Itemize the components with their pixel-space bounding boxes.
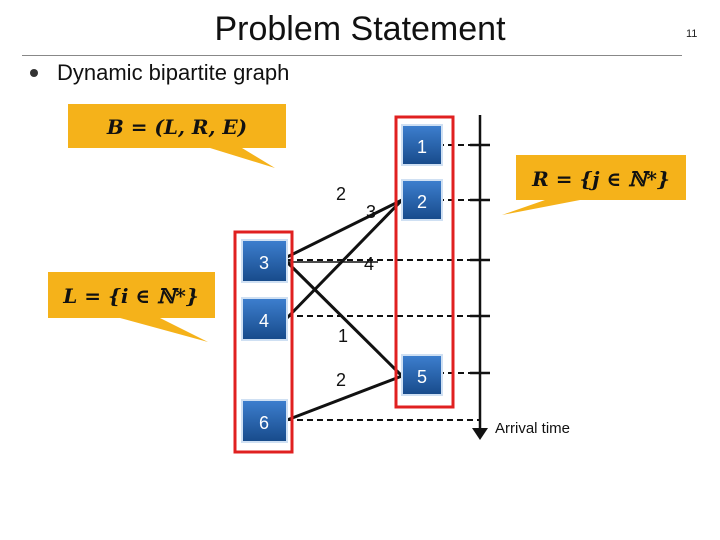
edge-weight: 2 bbox=[336, 370, 346, 390]
arrival-time-axis bbox=[470, 115, 490, 430]
left-set-highlight bbox=[233, 230, 294, 454]
svg-text:2: 2 bbox=[417, 192, 427, 212]
right-node: 5 bbox=[401, 354, 443, 396]
svg-text:5: 5 bbox=[417, 367, 427, 387]
callout-r-text: R = {j ∈ ℕ*} bbox=[531, 167, 670, 191]
arrival-dashed-lines bbox=[287, 144, 480, 421]
axis-label: Arrival time bbox=[495, 420, 570, 437]
edge-weight: 1 bbox=[338, 326, 348, 346]
svg-text:1: 1 bbox=[417, 137, 427, 157]
svg-text:4: 4 bbox=[259, 311, 269, 331]
slide-title: Problem Statement bbox=[214, 10, 506, 48]
left-node: 6 bbox=[241, 399, 288, 443]
right-node: 2 bbox=[401, 179, 443, 221]
callout-left-set: L = {i ∈ ℕ*} bbox=[48, 272, 215, 342]
right-set-highlight bbox=[394, 115, 455, 409]
title-divider bbox=[22, 55, 682, 56]
edge-weights: 2 3 4 1 2 bbox=[336, 184, 376, 390]
edge-weight: 4 bbox=[364, 254, 374, 274]
svg-text:3: 3 bbox=[259, 253, 269, 273]
bullet-text: Dynamic bipartite graph bbox=[57, 60, 290, 85]
callout-right-set: R = {j ∈ ℕ*} bbox=[502, 155, 686, 215]
bullet-icon bbox=[30, 69, 38, 77]
edge-weight: 3 bbox=[366, 202, 376, 222]
right-node: 1 bbox=[401, 124, 443, 166]
callout-l-text: L = {i ∈ ℕ*} bbox=[62, 284, 199, 308]
callout-b-text: B = (L, R, E) bbox=[106, 115, 247, 139]
callout-graph-definition: B = (L, R, E) bbox=[68, 104, 286, 168]
svg-text:6: 6 bbox=[259, 413, 269, 433]
arrow-down-icon bbox=[472, 428, 488, 440]
left-node: 4 bbox=[241, 297, 288, 341]
edge-weight: 2 bbox=[336, 184, 346, 204]
left-node: 3 bbox=[241, 239, 288, 283]
graph-edges bbox=[285, 198, 404, 422]
slide-number: 11 bbox=[686, 28, 698, 40]
